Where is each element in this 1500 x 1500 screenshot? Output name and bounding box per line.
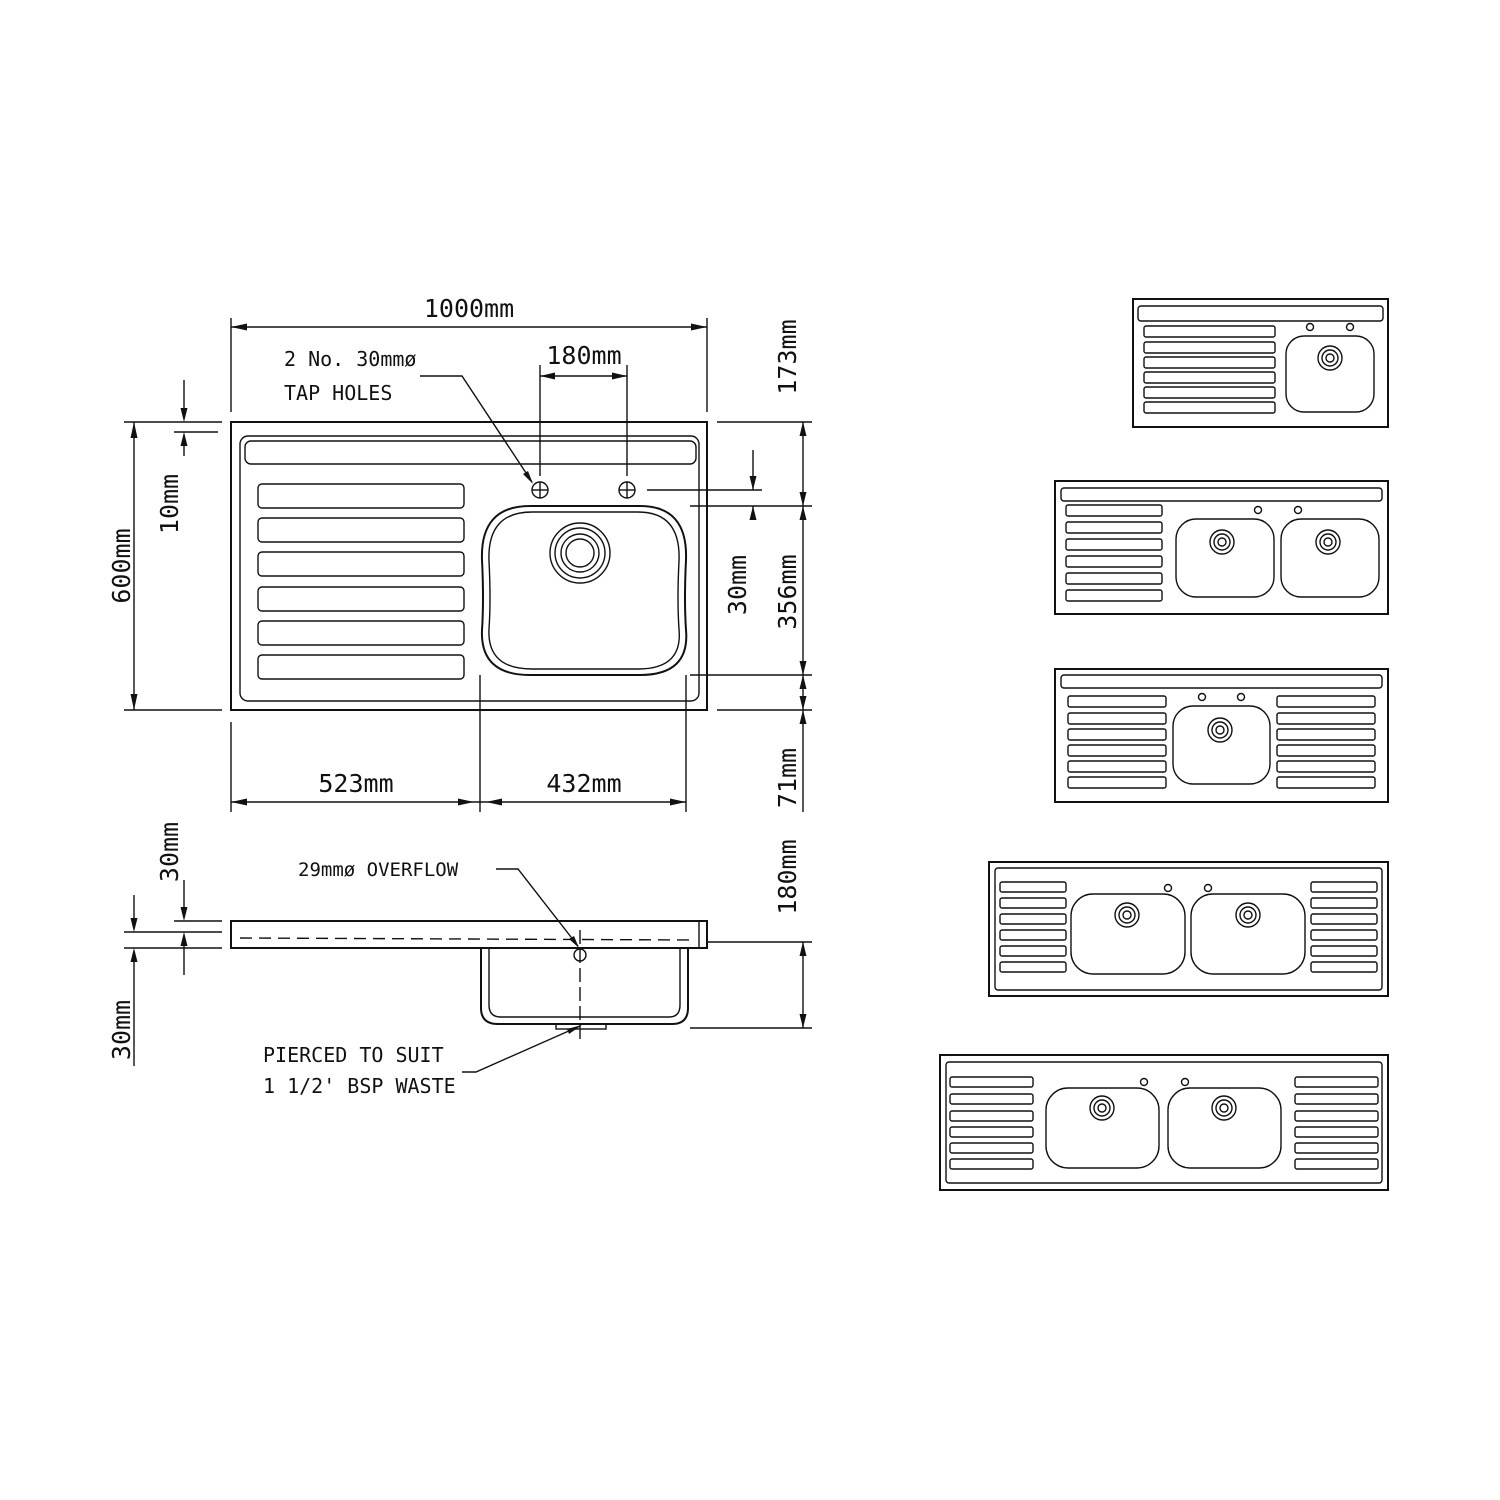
drainer-rib [257,620,465,646]
dim-bottom-chain [230,675,687,812]
label-tap-offset: 30mm [723,555,752,615]
waste-outlet [549,522,611,584]
label-top-thickness: 30mm [155,822,184,882]
tap-hole-right [618,481,636,499]
back-upstand [244,440,697,465]
sink-bowl [1070,893,1186,975]
label-tap-holes-2: TAP HOLES [284,381,392,405]
drainer-rib [257,483,465,509]
label-front-margin: 71mm [773,748,802,808]
dim-bottom-thickness [130,895,138,1066]
sink-bowl-inner [488,511,680,670]
label-waste-2: 1 1/2' BSP WASTE [263,1074,456,1098]
label-overflow: 29mmø OVERFLOW [298,859,459,881]
sink-bowl [1190,893,1306,975]
leader-tap-holes [420,375,533,483]
overflow-hole [573,948,587,962]
section-waste [555,1023,607,1030]
overflow-dashed-line [239,937,696,941]
drainer-rib [257,517,465,543]
label-depth: 600mm [107,528,136,603]
drainer-rib [257,586,465,612]
dim-top-thickness [124,880,222,975]
label-bowl-width: 432mm [546,769,621,798]
leader-overflow [496,868,579,947]
dim-bowl-height [690,941,812,1029]
label-waste-1: PIERCED TO SUIT [263,1043,444,1067]
drainer-ribs [949,1076,1379,1170]
label-bowl-height: 180mm [773,839,802,914]
variant-double-bowl-single-drainer [1054,480,1389,615]
drainer-rib [257,654,465,680]
sink-bowl [480,505,688,676]
label-back-height: 173mm [773,319,802,394]
drainer-ribs [1067,695,1376,789]
label-tap-spacing: 180mm [546,341,621,370]
label-drainer-width: 523mm [318,769,393,798]
label-bottom-thickness: 30mm [107,1000,136,1060]
leader-waste [462,1025,581,1073]
sink-bowl [1045,1087,1160,1169]
tap-hole-left [531,481,549,499]
sink-bowl [1172,705,1271,785]
sink-outline [230,421,708,711]
drainer-ribs [257,483,465,680]
label-tap-holes-1: 2 No. 30mmø [284,347,416,371]
drainer-ribs [1065,504,1163,602]
variant-single-bowl-single-drainer [1132,298,1389,428]
drainer-ribs [999,881,1378,973]
dim-upstand [174,380,218,456]
sink-bowl [1280,518,1380,598]
dim-depth [124,421,222,711]
label-upstand: 10mm [155,474,184,534]
drainer-ribs [1143,325,1276,414]
sink-bowl [1175,518,1275,598]
section-view: 29mmø OVERFLOW PIERCED TO SUIT 1 1/2' BS… [107,822,812,1098]
variant-double-bowl-double-drainer-a [988,861,1389,997]
sink-inner-rim [239,435,700,702]
sink-bowl [1167,1087,1282,1169]
plan-view: 1000mm 180mm 2 No. 30mmø TAP HOLES 600mm [107,294,812,812]
variant-double-bowl-double-drainer-b [939,1054,1389,1191]
sink-bowl [1285,335,1375,413]
variant-single-bowl-double-drainer [1054,668,1389,803]
label-overall-width: 1000mm [424,294,514,323]
dim-overall-width [230,318,708,412]
dim-tap-spacing [539,365,628,476]
label-bowl-depth: 356mm [773,554,802,629]
dim-right-chain [647,421,812,812]
section-top [230,920,708,949]
drainer-rib [257,551,465,577]
